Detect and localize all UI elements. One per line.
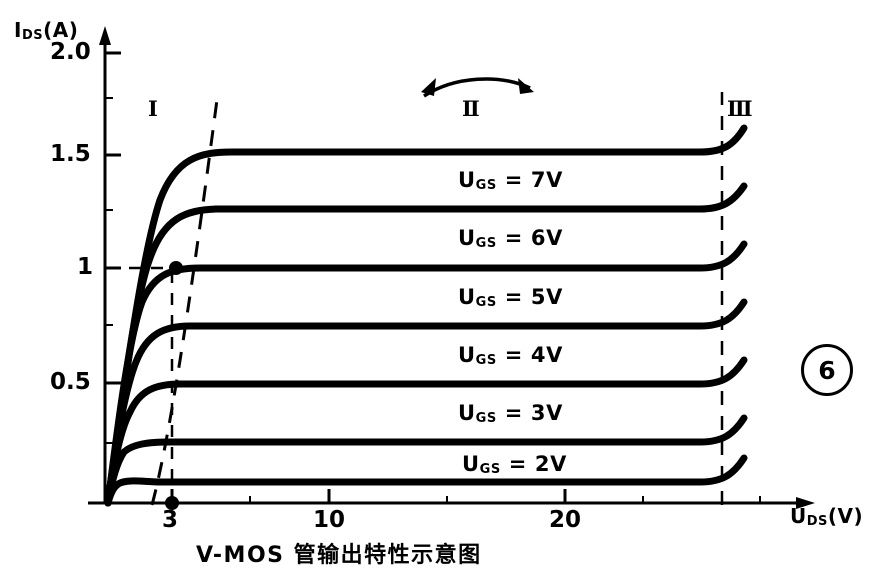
- curve-ugs-3v: [104, 356, 748, 507]
- curve-label-ugs-4v: UGS = 4V: [458, 343, 563, 368]
- region-2-label: Ⅱ: [462, 96, 480, 121]
- curve-ugs-6v: [104, 182, 748, 507]
- curve-ugs-7v: [104, 124, 748, 507]
- curve-label-ugs-7v: UGS = 7V: [458, 168, 563, 193]
- y-tick-label-1: 1: [77, 254, 94, 280]
- x-axis-title: UDS(V): [790, 504, 864, 529]
- operating-point-x-marker: [165, 496, 179, 510]
- y-tick-label-2-0: 2.0: [50, 39, 91, 65]
- figure-number-badge: 6: [801, 344, 853, 396]
- x-tick-label-10: 10: [313, 507, 346, 533]
- region-2-arrow-icon: [421, 77, 534, 98]
- curve-label-ugs-5v: UGS = 5V: [458, 285, 563, 310]
- y-tick-label-0-5: 0.5: [50, 369, 91, 395]
- curve-label-ugs-6v: UGS = 6V: [458, 226, 563, 251]
- y-tick-label-1-5: 1.5: [50, 141, 91, 167]
- curve-ugs-2v: [104, 414, 748, 507]
- x-tick-label-20: 20: [549, 507, 582, 533]
- figure-caption: V-MOS 管输出特性示意图: [196, 543, 482, 568]
- x-axis: [88, 489, 815, 509]
- saturation-locus-dashed-line: [150, 91, 220, 506]
- region-1-label: Ⅰ: [148, 96, 158, 121]
- curve-ugs-4v: [104, 298, 748, 507]
- curve-label-ugs-2v: UGS = 2V: [462, 452, 567, 477]
- y-axis-title: IDS(A): [14, 18, 79, 43]
- curve-label-ugs-3v: UGS = 3V: [458, 401, 563, 426]
- curve-ugs-5v: [104, 240, 748, 507]
- x-tick-label-3: 3: [162, 507, 179, 533]
- curve-lowest-unlabeled: [104, 454, 748, 507]
- region-3-label: Ⅲ: [727, 96, 753, 121]
